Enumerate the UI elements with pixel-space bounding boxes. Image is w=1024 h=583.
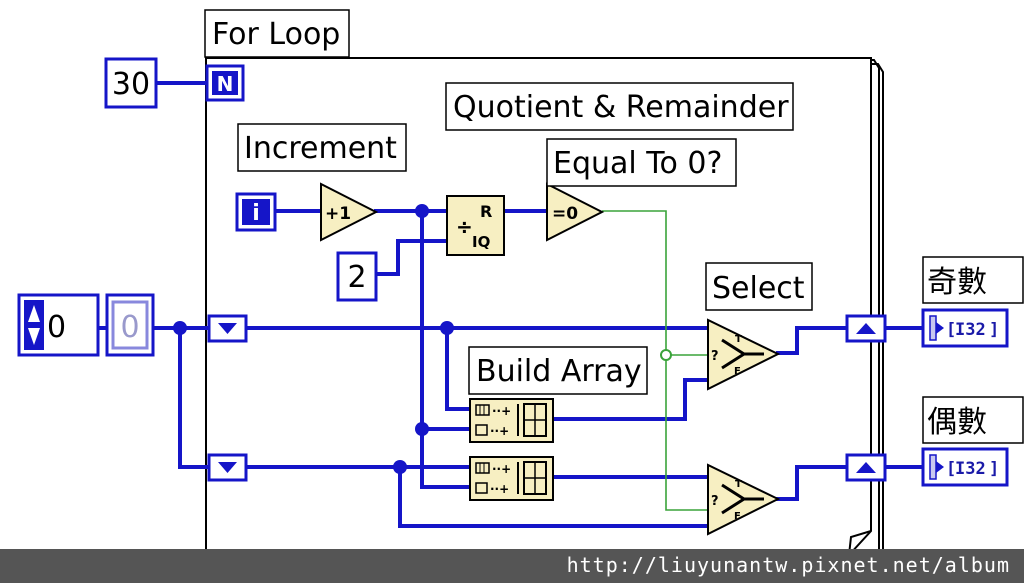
select-node-odd[interactable]: T F ? [707,318,781,391]
watermark-bar: http://liuyunantw.pixnet.net/album [0,549,1024,583]
svg-text:I32: I32 [955,320,986,340]
svg-text:]: ] [989,459,999,479]
count-terminal[interactable]: N [205,64,245,102]
svg-text:Select: Select [712,271,805,306]
loop-count-constant[interactable]: 30 [104,57,158,109]
label-odd-output: 奇數 [922,256,1024,304]
shift-register-right-even[interactable] [845,453,887,482]
svg-text:T: T [735,479,742,490]
svg-text:··+: ··+ [490,424,509,438]
svg-text:[: [ [946,459,956,479]
label-select: Select [705,262,813,311]
svg-text:Build Array: Build Array [476,354,642,389]
svg-text:F: F [734,511,741,522]
svg-text:[: [ [946,320,956,340]
svg-text:?: ? [711,494,719,509]
svg-text:Quotient & Remainder: Quotient & Remainder [453,90,789,125]
wire-select-even [776,465,847,501]
shift-register-left-even[interactable] [207,453,248,482]
label-for-loop: For Loop [204,9,350,58]
wire-select-odd [776,326,847,355]
svg-text:奇數: 奇數 [927,265,987,300]
svg-text:偶數: 偶數 [927,405,987,440]
svg-text:÷: ÷ [456,215,473,239]
even-indicator[interactable]: [ I32 ] [921,447,1009,487]
svg-text:Increment: Increment [244,131,397,166]
odd-indicator[interactable]: [ I32 ] [921,308,1009,348]
wire-i-even [420,429,470,489]
wire-split-even [178,328,210,469]
junction-even [393,460,407,474]
label-quotient-remainder: Quotient & Remainder [445,82,794,131]
svg-text:2: 2 [347,260,366,295]
svg-text:F: F [734,366,741,377]
svg-text:i: i [252,201,260,226]
svg-text:]: ] [989,320,999,340]
svg-text:··+: ··+ [490,482,509,496]
svg-text:0: 0 [120,310,139,345]
build-array-node-odd[interactable]: ··+ ··+ [469,398,554,443]
svg-text:=0: =0 [552,204,578,224]
increment-node[interactable]: +1 [320,182,379,242]
wire-even-bypass [398,467,710,528]
svg-text:30: 30 [112,67,150,102]
divisor-constant[interactable]: 2 [336,251,378,302]
junction-bool [660,349,672,361]
svg-text:R: R [480,202,492,221]
svg-text:T: T [735,334,742,345]
equal-to-zero-node[interactable]: =0 [546,182,605,242]
svg-text:Equal To 0?: Equal To 0? [553,146,722,181]
wire-array-odd [553,378,710,421]
svg-text:+1: +1 [325,204,351,224]
svg-text:··+: ··+ [492,462,511,476]
label-equal-to-zero: Equal To 0? [546,138,737,187]
svg-text:··+: ··+ [492,404,511,418]
label-build-array: Build Array [468,346,648,395]
wire-odd-array [445,328,470,411]
iteration-terminal[interactable]: i [235,192,277,232]
junction-increment [415,204,429,218]
label-increment: Increment [237,123,407,172]
initial-value-control[interactable]: 0 [17,293,100,357]
svg-text:I32: I32 [955,459,986,479]
shift-register-left-odd[interactable] [207,314,248,343]
svg-text:N: N [217,72,234,96]
junction-initial [173,321,187,335]
quotient-remainder-node[interactable]: ÷ R IQ [446,195,505,256]
svg-text:IQ: IQ [472,233,490,251]
svg-text:0: 0 [47,310,66,345]
initial-constant[interactable]: 0 [105,293,155,357]
shift-register-right-odd[interactable] [845,314,887,343]
svg-text:?: ? [711,349,719,364]
watermark-url: http://liuyunantw.pixnet.net/album [566,553,1010,577]
junction-i-mid [415,422,429,436]
build-array-node-even[interactable]: ··+ ··+ [469,456,554,501]
junction-odd [440,321,454,335]
svg-text:For Loop: For Loop [212,17,340,52]
select-node-even[interactable]: T F ? [707,463,781,536]
label-even-output: 偶數 [922,396,1024,444]
